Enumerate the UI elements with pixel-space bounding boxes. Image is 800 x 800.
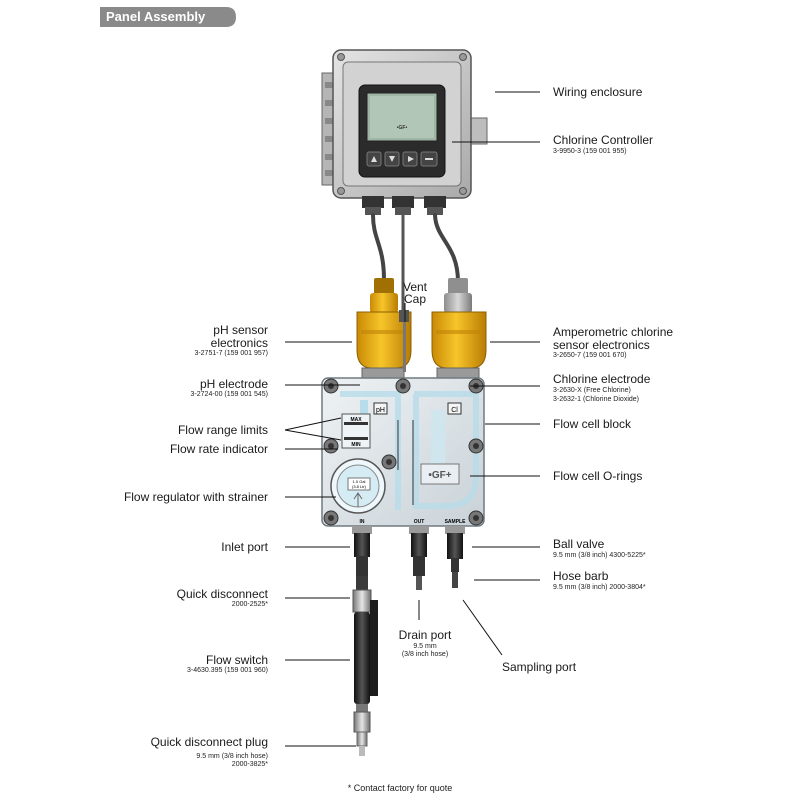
- label-qd-plug-pn2: 2000-3825*: [231, 761, 268, 768]
- gauge-text-1: 1.0 Gal: [353, 479, 366, 484]
- label-hose-barb-pn: 9.5 mm (3/8 inch) 2000-3804*: [553, 584, 646, 591]
- label-drain-port-pn2: (3/8 inch hose): [401, 651, 449, 658]
- label-flow-regulator: Flow regulator with strainer: [123, 490, 268, 504]
- gf-logo-text: •GF+: [428, 470, 451, 481]
- label-hose-barb: Hose barb: [553, 569, 609, 583]
- label-ph-sensor-pn: 3-2751-7 (159 001 957): [194, 350, 268, 357]
- label-ph-electrode: pH electrode: [199, 377, 268, 391]
- controller-logo-text: •GF•: [397, 125, 408, 131]
- label-ball-valve-pn: 9.5 mm (3/8 inch) 4300-5225*: [553, 552, 646, 559]
- label-chlorine-electrode: Chlorine electrode: [553, 372, 651, 386]
- label-drain-port-pn1: 9.5 mm: [413, 643, 437, 650]
- min-text: MIN: [351, 442, 361, 448]
- ball-valve: [445, 526, 465, 572]
- chlorine-controller: [358, 84, 446, 178]
- label-flow-cell-orings: Flow cell O-rings: [553, 469, 643, 483]
- label-inlet-port: Inlet port: [221, 540, 268, 554]
- label-vent-cap-1: Vent: [402, 280, 428, 294]
- label-amp-sensor-1: Amperometric chlorine: [553, 325, 674, 339]
- max-text: MAX: [350, 417, 362, 423]
- label-amp-sensor-2: sensor electronics: [553, 338, 650, 352]
- label-flow-rate-indicator: Flow rate indicator: [169, 442, 268, 456]
- flow-switch: [354, 600, 378, 704]
- quick-disconnect: [352, 576, 372, 613]
- inlet-port: [352, 526, 372, 576]
- label-flow-switch-pn: 3-4630.395 (159 001 960): [187, 667, 268, 674]
- port-in-text: IN: [360, 519, 365, 525]
- label-amp-sensor-pn: 3-2650-7 (159 001 670): [553, 352, 627, 359]
- label-quick-disconnect-pn: 2000-2525*: [231, 601, 268, 608]
- header-tab: [100, 7, 236, 27]
- label-wiring-enclosure: Wiring enclosure: [553, 85, 643, 99]
- min-limit-mark: [344, 437, 368, 440]
- label-vent-cap-2: Cap: [403, 292, 426, 306]
- page-title: Panel Assembly: [106, 9, 206, 24]
- label-drain-port: Drain port: [398, 628, 452, 642]
- label-flow-range-limits: Flow range limits: [177, 423, 268, 437]
- ph-tag-text: pH: [376, 407, 385, 414]
- gauge-text-2: (3.8 Ltr): [352, 484, 367, 489]
- label-ph-sensor-2: electronics: [210, 336, 268, 350]
- label-flow-cell-block: Flow cell block: [553, 417, 632, 431]
- label-ph-sensor-1: pH sensor: [213, 323, 268, 337]
- max-limit-mark: [344, 422, 368, 425]
- label-qd-plug-pn1: 9.5 mm (3/8 inch hose): [196, 753, 268, 760]
- flow-regulator: [330, 458, 386, 514]
- port-sample-text: SAMPLE: [445, 519, 467, 525]
- sensor-cables: [371, 213, 460, 314]
- label-flow-switch: Flow switch: [205, 653, 268, 667]
- flow-range-window: [341, 413, 371, 449]
- gf-logo-plate: [420, 463, 460, 485]
- label-ball-valve: Ball valve: [553, 537, 605, 551]
- label-chlorine-electrode-pn1: 3-2630-X (Free Chlorine): [553, 387, 631, 394]
- label-chlorine-electrode-pn2: 3-2632-1 (Chlorine Dioxide): [553, 396, 639, 403]
- label-quick-disconnect: Quick disconnect: [176, 587, 268, 601]
- label-chlorine-controller-pn: 3-9950-3 (159 001 955): [553, 148, 627, 155]
- label-qd-plug: Quick disconnect plug: [150, 735, 268, 749]
- vent-cap: [399, 310, 409, 372]
- port-out-text: OUT: [414, 519, 425, 525]
- leader-lines: [284, 91, 540, 747]
- cl-port-tag: [447, 402, 462, 415]
- label-chlorine-controller: Chlorine Controller: [553, 133, 654, 147]
- cl-tag-text: Cl: [451, 407, 458, 414]
- label-sampling-port: Sampling port: [502, 660, 577, 674]
- label-ph-electrode-pn: 3-2724-00 (159 001 545): [190, 391, 268, 398]
- footnote: * Contact factory for quote: [347, 783, 453, 793]
- ph-port-tag: [373, 402, 388, 415]
- hose-barb: [452, 572, 458, 588]
- cable-glands: [362, 196, 446, 215]
- quick-disconnect-plug: [353, 704, 371, 756]
- drain-port: [409, 526, 429, 590]
